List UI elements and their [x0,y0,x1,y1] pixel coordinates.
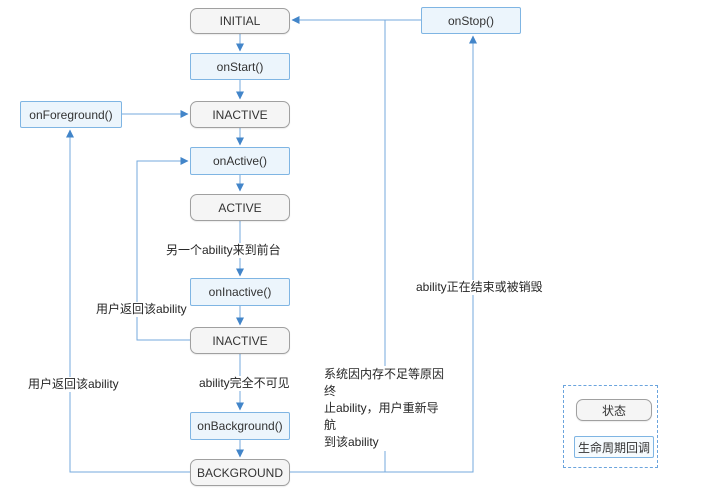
edge-inactive2-loop-to-onactive [136,157,190,341]
callback-oninactive: onInactive() [190,278,290,306]
label-ability-invisible: ability完全不可见 [197,376,292,391]
edge-background-to-onforeground [66,129,190,473]
state-initial: INITIAL [190,8,290,34]
label-ability-ending: ability正在结束或被销毁 [414,280,545,295]
label-system-terminate: 系统因内存不足等原因终 止ability，用户重新导航 到该ability [322,366,452,451]
callback-onactive: onActive() [190,147,290,175]
label-another-ability-foreground: 另一个ability来到前台 [164,243,283,258]
state-active: ACTIVE [190,194,290,221]
edge-background-to-onstop [290,35,477,473]
legend-box [563,385,658,468]
label-user-returns-left: 用户返回该ability [26,377,121,392]
label-user-returns-mid: 用户返回该ability [94,302,189,317]
callback-onstart: onStart() [190,53,290,80]
state-background: BACKGROUND [190,459,290,486]
label-system-terminate-line3: 到该ability [324,435,379,449]
legend-state-sample: 状态 [576,399,652,421]
state-inactive-top: INACTIVE [190,101,290,128]
legend-callback-sample: 生命周期回调 [574,436,654,458]
callback-onstop: onStop() [421,7,521,34]
label-system-terminate-line1: 系统因内存不足等原因终 [324,367,445,398]
state-inactive-bottom: INACTIVE [190,327,290,354]
label-system-terminate-line2: 止ability，用户重新导航 [324,401,439,432]
callback-onforeground: onForeground() [20,101,122,128]
callback-onbackground: onBackground() [190,412,290,440]
